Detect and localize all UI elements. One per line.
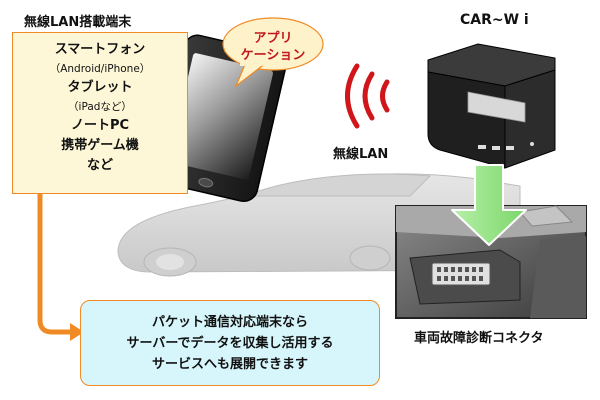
device-heading: 無線LAN搭載端末 [24,15,132,30]
device-list-box [12,32,188,194]
service-info-text: パケット通信対応端末ならサーバーでデータを収集し活用するサービスへも展開できます [80,312,380,375]
service-info-box [80,300,380,386]
service-line: サービスへも展開できます [151,357,308,372]
car-wi-title: CAR~W i [460,12,529,28]
device-item: タブレット [67,80,133,95]
connector-arrow-line [37,191,81,335]
app-speech-bubble [222,17,324,88]
green-down-arrow [451,164,527,246]
service-line: パケット通信対応端末なら [151,315,308,330]
diagnostic-connector-photo [395,205,587,319]
device-item: （iPadなど） [68,101,132,113]
app-bubble-line-2: ケーション [240,48,306,63]
device-item: （Android/iPhone） [49,63,151,75]
device-list: スマートフォン （Android/iPhone） タブレット （iPadなど） ノートP… [12,40,188,176]
service-line: サーバーでデータを収集し活用する [126,336,334,351]
app-bubble-line-1: アプリ [253,31,293,46]
connector-arrow-head [70,323,84,341]
app-bubble-text: アプリ ケーション [228,30,318,64]
device-item: 携帯ゲーム機 [61,138,139,153]
device-item: ノートPC [70,118,130,133]
connector-label: 車両故障診断コネクタ [414,331,544,346]
wireless-lan-label: 無線LAN [333,147,389,162]
device-item: スマートフォン [54,42,146,57]
device-item: など [86,158,113,173]
car-wi-adapter [427,43,556,169]
wifi-waves-icon [345,63,390,129]
